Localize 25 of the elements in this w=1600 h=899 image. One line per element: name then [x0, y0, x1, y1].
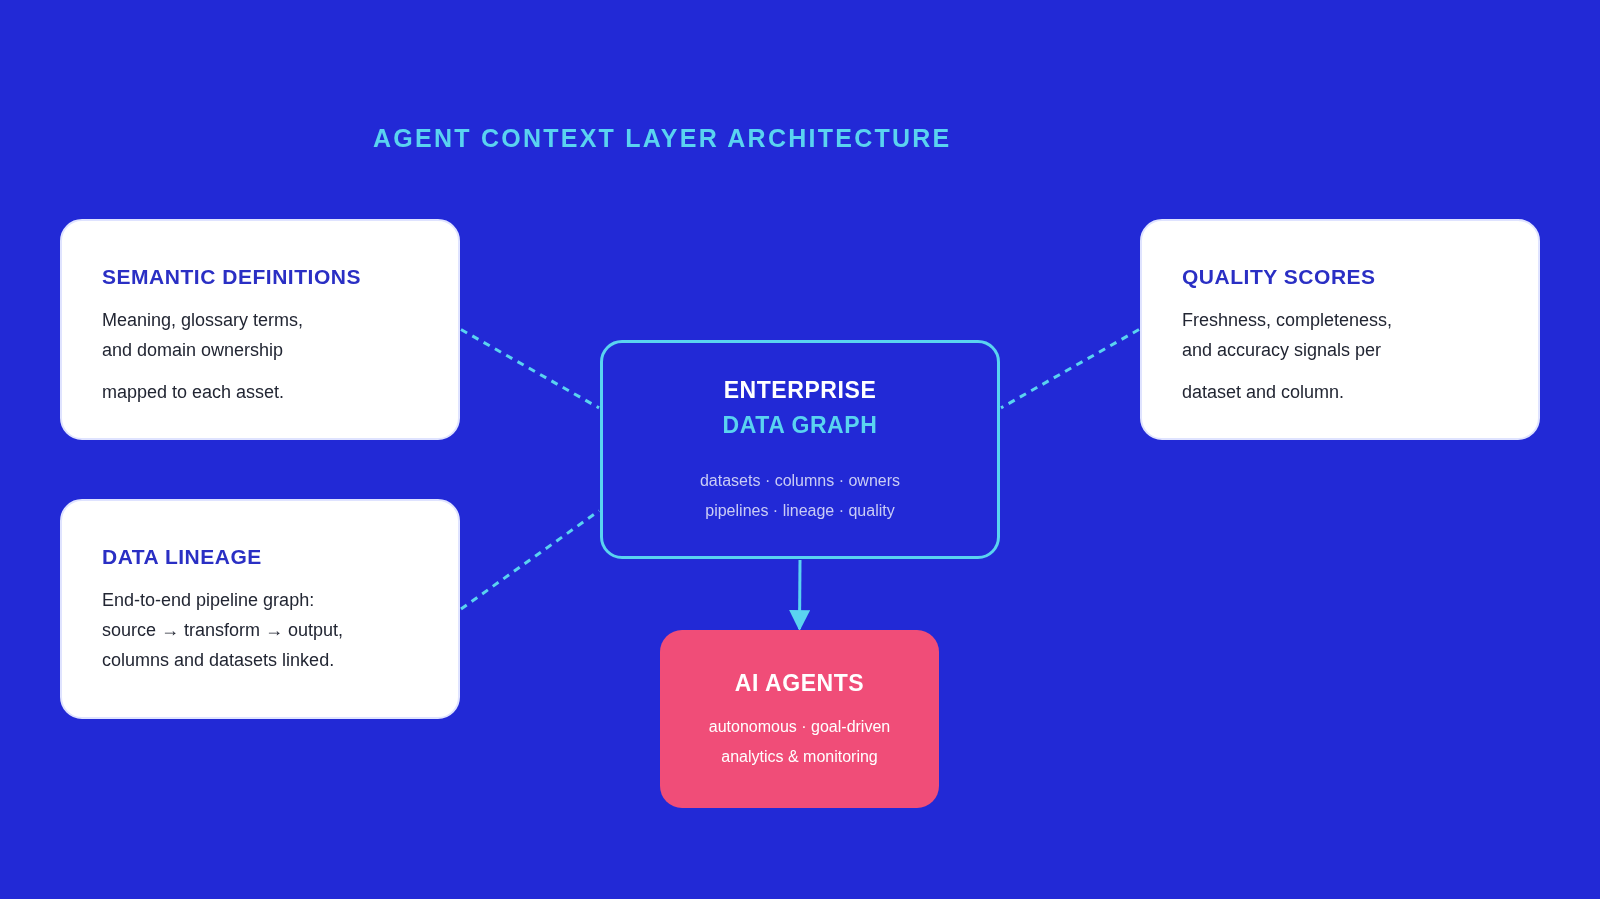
diagram-title: AGENT CONTEXT LAYER ARCHITECTURE	[373, 123, 952, 154]
arrow	[789, 560, 811, 632]
card-description: Meaning, glossary terms, and domain ownership	[102, 308, 305, 362]
card-description: End-to-end pipeline graph: source → transform → output, columns and datasets linked.	[102, 588, 345, 672]
hub-description: datasets · columns · owners	[699, 471, 901, 491]
card-heading: SEMANTIC DEFINITIONS	[102, 264, 361, 290]
dashed-connector	[1000, 328, 1140, 410]
agent-heading: AI AGENTS	[734, 668, 865, 698]
info-card	[60, 499, 460, 719]
hub-heading: ENTERPRISE	[723, 376, 877, 405]
info-card	[60, 219, 460, 440]
hub-box	[600, 340, 1000, 559]
hub-heading: DATA GRAPH	[722, 410, 878, 440]
card-description: Freshness, completeness, and accuracy signals per	[1182, 308, 1394, 362]
dashed-connector	[460, 328, 600, 410]
agent-box	[660, 630, 939, 808]
agent-description: autonomous · goal-driven	[708, 717, 891, 738]
card-heading: QUALITY SCORES	[1182, 264, 1376, 290]
card-heading: DATA LINEAGE	[102, 544, 262, 570]
card-description: dataset and column.	[1182, 380, 1345, 404]
card-description: mapped to each asset.	[102, 380, 285, 404]
agent-description: analytics & monitoring	[721, 747, 878, 768]
info-card	[1140, 219, 1540, 440]
hub-description: pipelines · lineage · quality	[705, 501, 895, 521]
dashed-connector	[460, 509, 600, 611]
